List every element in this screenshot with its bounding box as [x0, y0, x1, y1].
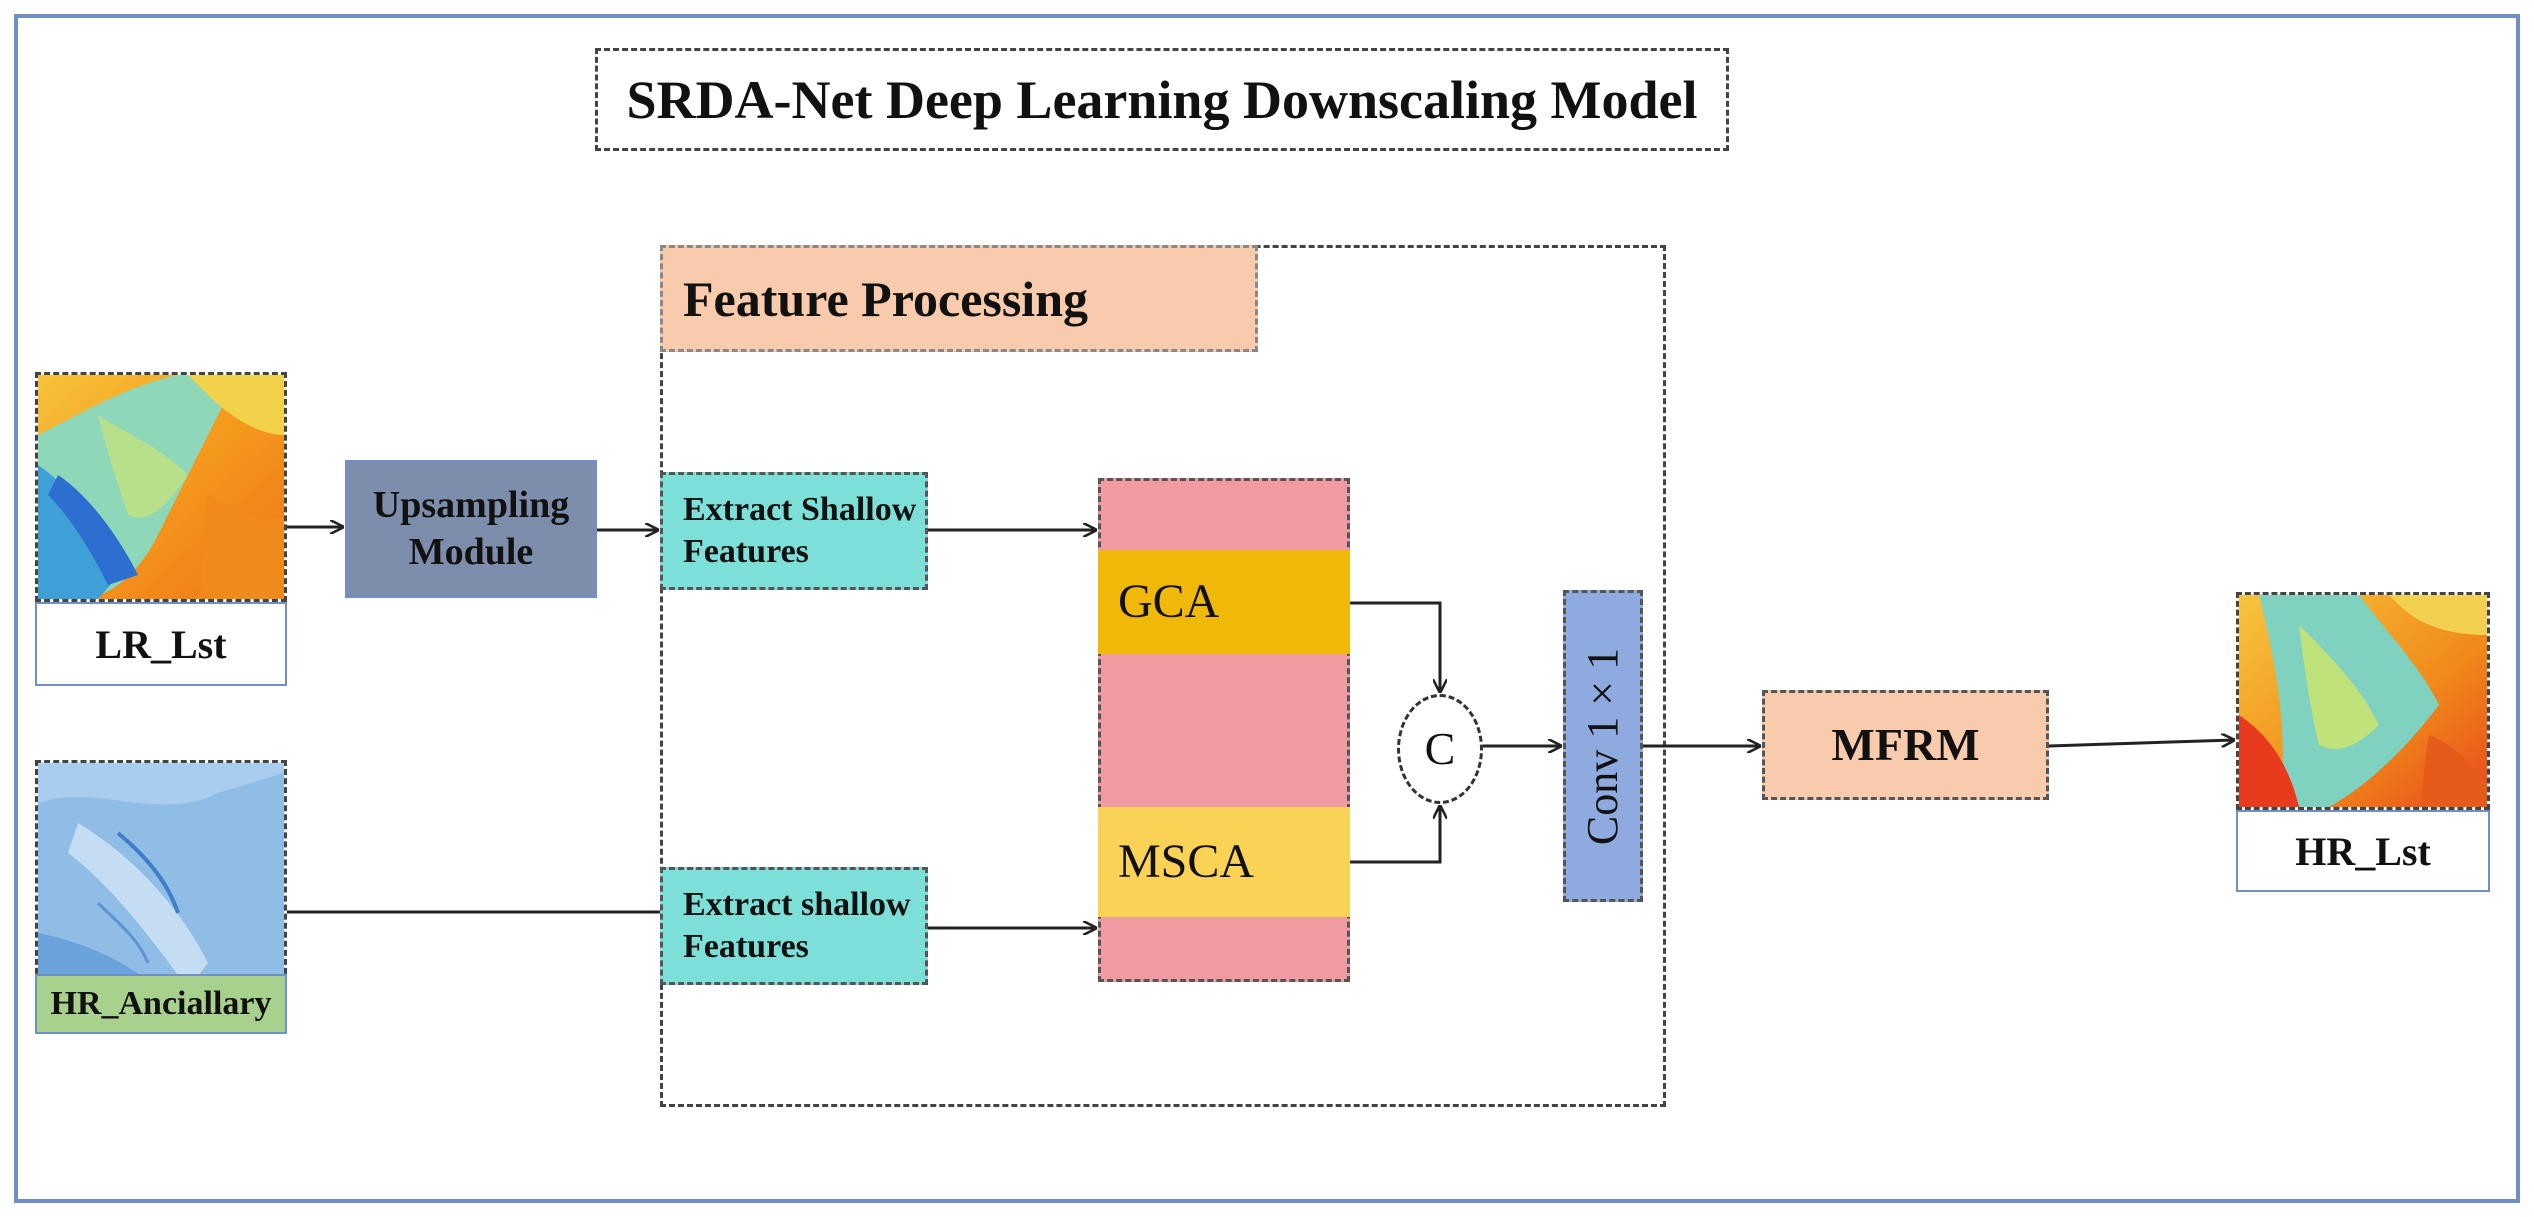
outer-frame	[14, 14, 2520, 1203]
arrow-mfrm-to-output	[2048, 740, 2234, 748]
hr-ancillary-image	[35, 760, 287, 992]
arrow-msca-to-concat	[1350, 806, 1440, 864]
hr-lst-heatmap	[2239, 595, 2487, 807]
conv-1x1-block: Conv 1 × 1	[1563, 590, 1643, 902]
concat-node: C	[1397, 694, 1483, 804]
diagram-title: SRDA-Net Deep Learning Downscaling Model	[595, 48, 1729, 151]
hr-lst-image	[2236, 592, 2490, 810]
lr-lst-image	[35, 372, 287, 602]
hr-lst-label: HR_Lst	[2236, 810, 2490, 892]
gca-block: GCA	[1098, 550, 1350, 654]
msca-block: MSCA	[1098, 807, 1350, 917]
lr-lst-label: LR_Lst	[35, 602, 287, 686]
extract-shallow-features-bottom: Extract shallow Features	[660, 867, 928, 985]
hr-ancillary-label: HR_Anciallary	[35, 974, 287, 1034]
upsampling-module: Upsampling Module	[345, 460, 597, 598]
lr-lst-heatmap	[38, 375, 284, 599]
feature-processing-label: Feature Processing	[660, 245, 1258, 352]
mfrm-block: MFRM	[1762, 690, 2049, 800]
hr-ancillary-map	[38, 763, 284, 989]
arrow-gca-to-concat	[1350, 601, 1440, 692]
extract-shallow-features-top: Extract Shallow Features	[660, 472, 928, 590]
